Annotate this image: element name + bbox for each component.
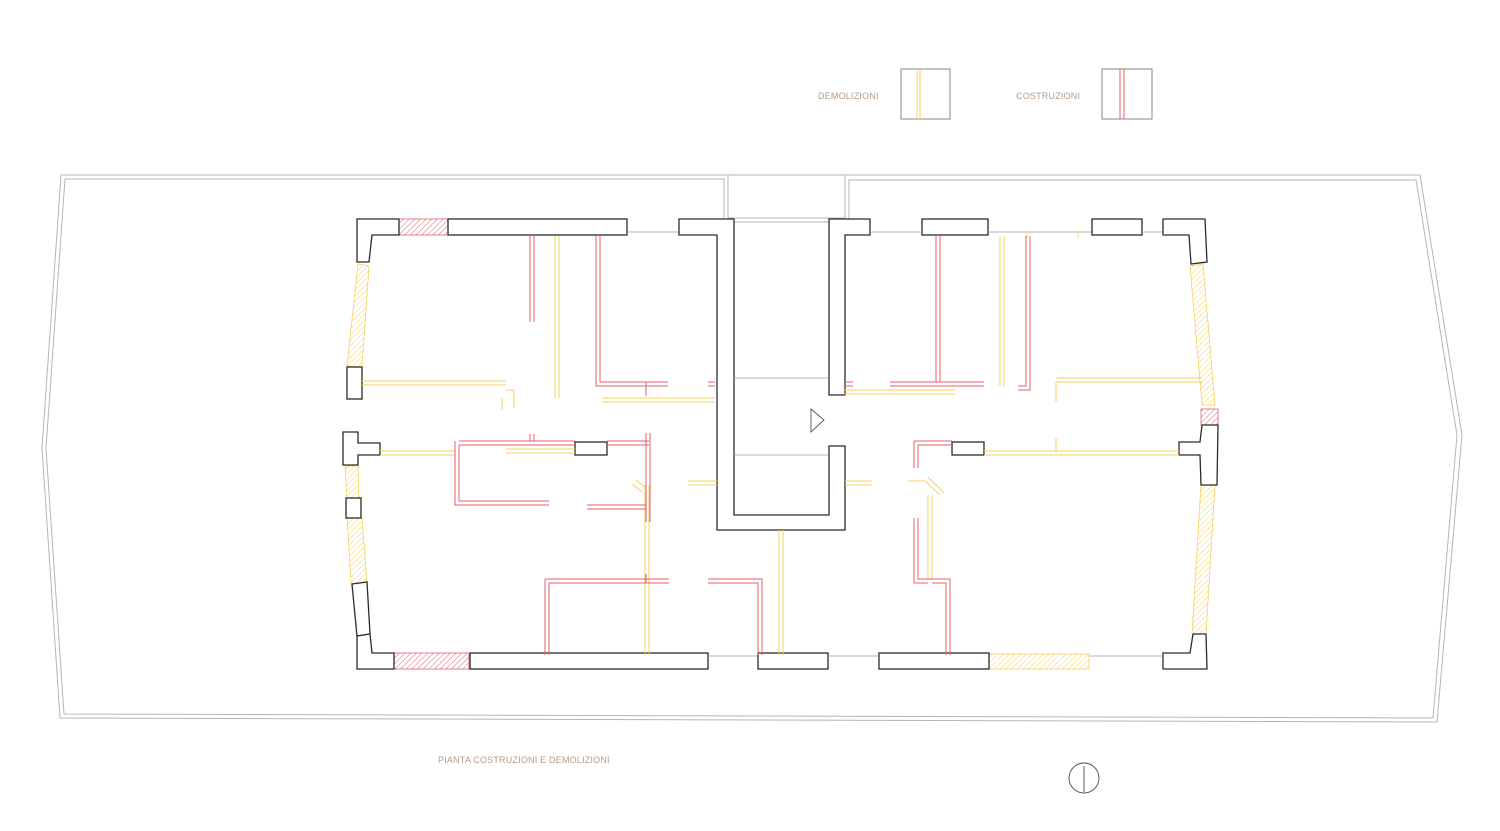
stair-landing (734, 377, 829, 456)
exterior-walls (342, 218, 1219, 670)
legend-demolition-label: DEMOLIZIONI (818, 91, 879, 101)
hatched-openings (344, 218, 1219, 670)
legend-demolition-swatch (900, 68, 951, 120)
construction-lines (454, 236, 1031, 655)
demolition-lines (362, 232, 1202, 655)
drawing-title: PIANTA COSTRUZIONI E DEMOLIZIONI (438, 755, 610, 765)
north-arrow-icon (1068, 762, 1100, 794)
site-outline (41, 174, 1463, 723)
legend-construction-swatch (1101, 68, 1153, 120)
legend: DEMOLIZIONI COSTRUZIONI (818, 68, 1153, 120)
legend-construction-label: COSTRUZIONI (1016, 91, 1080, 101)
entrance-arrow-icon (810, 408, 825, 434)
